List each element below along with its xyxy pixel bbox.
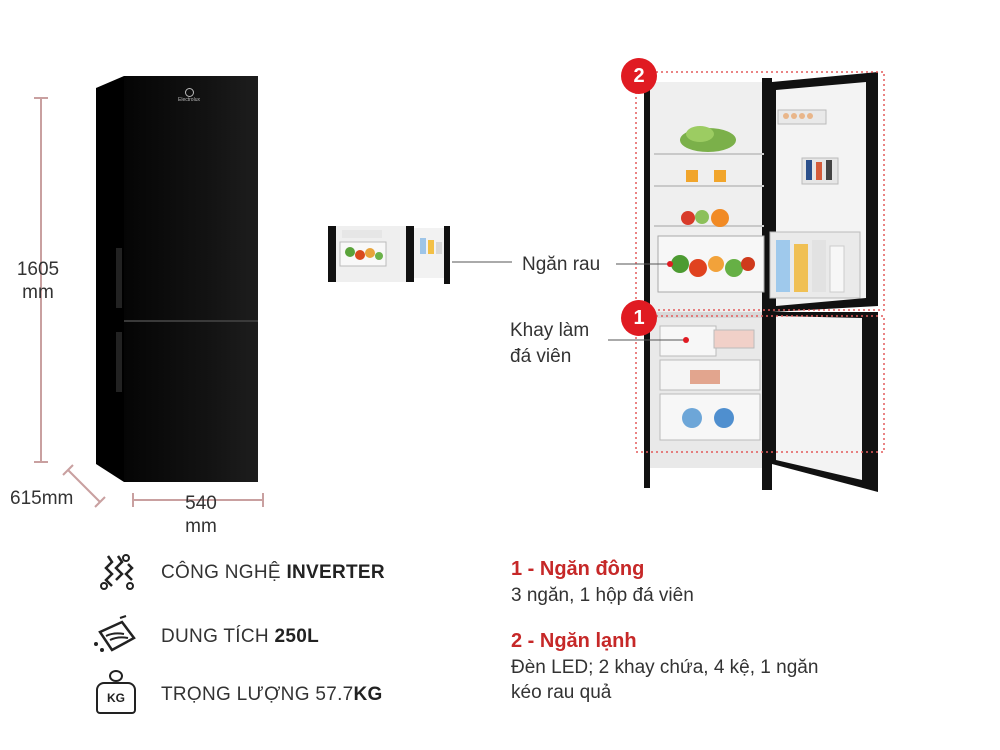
- section-freezer-title: 1 - Ngăn đông: [511, 558, 645, 580]
- fridge-closed-image: [96, 76, 258, 482]
- badge-freezer-compartment: 1: [621, 300, 657, 336]
- ice-tray-label-line1: Khay làm: [510, 320, 590, 341]
- section-fridge: 2 - Ngăn lạnh Đèn LED; 2 khay chứa, 4 kệ…: [511, 630, 818, 705]
- weight-icon-text: KG: [107, 691, 125, 705]
- inverter-chip-icon: [100, 554, 134, 590]
- section-freezer: 1 - Ngăn đông 3 ngăn, 1 hộp đá viên: [511, 558, 694, 608]
- callout-lines: [608, 261, 689, 343]
- width-dimension: 540 mm: [175, 492, 227, 538]
- veg-drawer-zoom-image: [326, 224, 452, 286]
- ice-tray-label: Khay làm đá viên: [510, 318, 589, 370]
- height-value: 1605: [16, 259, 60, 280]
- feature-inverter-bold: INVERTER: [286, 562, 385, 583]
- brand-logo: Electrolux: [173, 88, 205, 103]
- feature-capacity-label: DUNG TÍCH 250L: [161, 626, 319, 648]
- width-value: 540: [185, 493, 217, 514]
- section-fridge-desc-line2: kéo rau quả: [511, 682, 612, 703]
- feature-weight-label: TRỌNG LƯỢNG 57.7KG: [161, 684, 383, 706]
- section-fridge-title: 2 - Ngăn lạnh: [511, 630, 637, 652]
- fridge-open-image: [635, 71, 885, 492]
- feature-capacity-bold: 250L: [274, 626, 319, 647]
- zoom-connector-line: [452, 261, 512, 263]
- weight-icon: KG: [94, 670, 138, 714]
- feature-weight-bold: KG: [353, 684, 383, 705]
- section-fridge-desc-line1: Đèn LED; 2 khay chứa, 4 kệ, 1 ngăn: [511, 657, 819, 678]
- capacity-icon: [94, 615, 136, 652]
- feature-capacity-prefix: DUNG TÍCH: [161, 626, 275, 647]
- logo-text: Electrolux: [178, 97, 200, 103]
- feature-inverter-label: CÔNG NGHỆ INVERTER: [161, 562, 385, 584]
- width-unit: mm: [185, 516, 217, 537]
- badge-fridge-compartment: 2: [621, 58, 657, 94]
- height-dimension: 1605 mm: [14, 258, 62, 304]
- ice-tray-label-line2: đá viên: [510, 346, 572, 367]
- weight-icon-body: KG: [96, 682, 136, 714]
- feature-weight-prefix: TRỌNG LƯỢNG 57.7: [161, 684, 354, 705]
- height-unit: mm: [22, 282, 54, 303]
- logo-mark-icon: [184, 88, 194, 97]
- weight-icon-ring: [109, 670, 123, 682]
- section-freezer-desc: 3 ngăn, 1 hộp đá viên: [511, 585, 694, 606]
- depth-dimension: 615mm: [10, 488, 74, 509]
- feature-inverter-prefix: CÔNG NGHỆ: [161, 562, 287, 583]
- veg-drawer-label: Ngăn rau: [522, 254, 601, 275]
